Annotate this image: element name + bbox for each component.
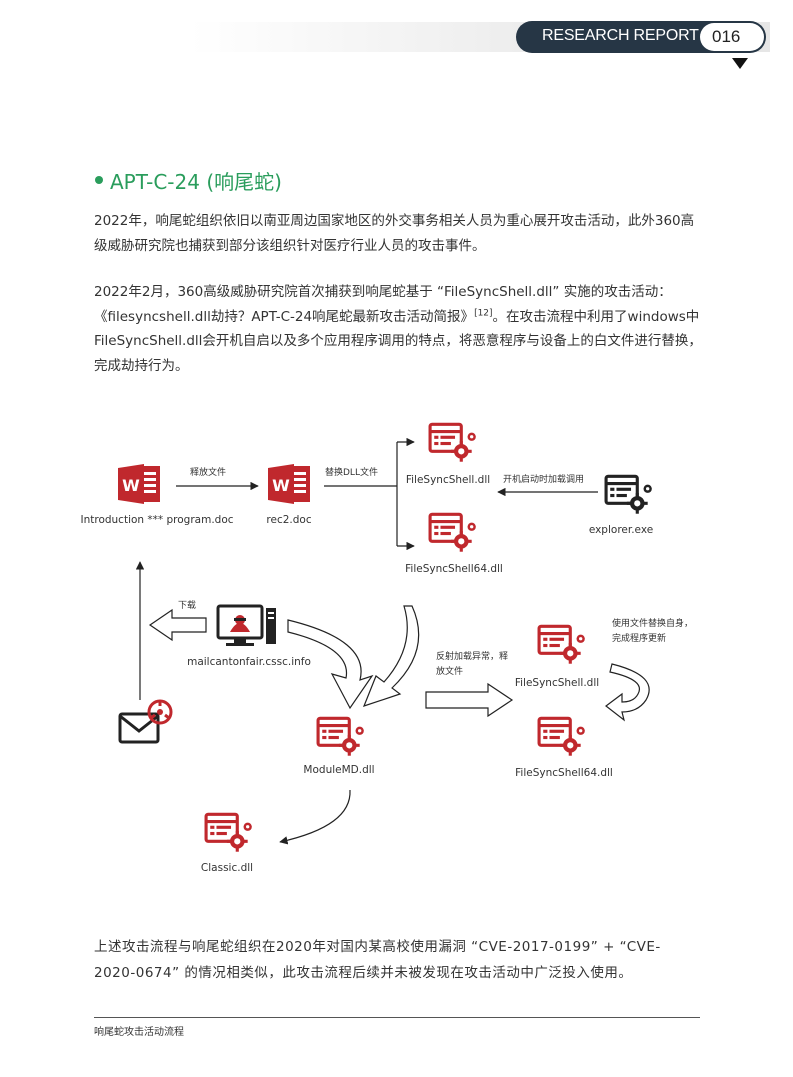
section-title: APT-C-24 (响尾蛇): [110, 170, 282, 194]
arrow-self-update: [605, 663, 650, 722]
arrow-module-to-classic: [279, 789, 351, 845]
paragraph-attack-part-b: 。在攻击流程中利用了windows中FileSyncShell.dll会开机自启…: [94, 308, 702, 374]
dll-window-gear-icon: [204, 812, 254, 854]
malicious-email-icon: [118, 699, 173, 744]
exe-window-gear-icon: [604, 474, 654, 516]
edge-label-replace-dll: 替换DLL文件: [325, 468, 378, 478]
node-label-fss1: FileSyncShell.dll: [405, 474, 491, 486]
dll-window-gear-icon: [537, 716, 587, 758]
node-label-doc2: rec2.doc: [266, 514, 312, 526]
arrow-server-to-module: [287, 619, 374, 710]
paragraph-attack-part-a: 2022年2月，360高级威胁研究院首次捕获到响尾蛇基于 “FileSyncSh…: [94, 284, 672, 325]
figure-caption: 响尾蛇攻击活动流程: [94, 1027, 184, 1038]
word-document-icon: [268, 464, 310, 504]
footer-divider: [94, 1017, 700, 1018]
node-label-fss64-1: FileSyncShell64.dll: [405, 563, 503, 575]
hacker-computer-icon: [216, 604, 276, 646]
dll-window-gear-icon: [428, 422, 478, 464]
edge-label-self-update-2: 完成程序更新: [612, 634, 667, 644]
edge-label-boot-load: 开机启动时加载调用: [503, 475, 585, 485]
paragraph-conclusion: 上述攻击流程与响尾蛇组织在2020年对国内某高校使用漏洞 “CVE-2017-0…: [94, 939, 661, 981]
bullet-dot-icon: [95, 176, 103, 184]
node-label-doc1: Introduction *** program.doc: [80, 514, 234, 526]
node-label-module: ModuleMD.dll: [303, 764, 375, 776]
edge-label-self-update-1: 使用文件替换自身，: [612, 619, 694, 629]
edge-label-release: 释放文件: [190, 468, 227, 478]
edge-label-reflect-2: 放文件: [436, 667, 464, 677]
dll-window-gear-icon: [537, 624, 587, 666]
arrow-reflect: [425, 682, 514, 718]
node-label-fss2: FileSyncShell.dll: [514, 677, 600, 689]
dll-window-gear-icon: [316, 716, 366, 758]
reference-marker: [12]: [474, 308, 493, 318]
arrow-download: [148, 608, 207, 642]
header-title: RESEARCH REPORT: [542, 27, 699, 44]
paragraph-attack: 2022年2月，360高级威胁研究院首次捕获到响尾蛇基于 “FileSyncSh…: [94, 280, 702, 378]
node-label-explorer: explorer.exe: [588, 524, 654, 536]
triangle-down-icon: [732, 58, 748, 69]
edge-label-reflect-1: 反射加载异常，释: [436, 652, 509, 662]
edge-label-download: 下载: [178, 601, 197, 611]
node-label-mail-server: mailcantonfair.cssc.info: [187, 656, 311, 668]
dll-window-gear-icon: [428, 512, 478, 554]
node-label-fss64-2: FileSyncShell64.dll: [515, 767, 613, 779]
arrow-dll-to-module: [362, 605, 420, 707]
page-number: 016: [712, 27, 741, 46]
node-label-classic: Classic.dll: [200, 862, 254, 874]
page-number-box: [700, 23, 764, 51]
paragraph-intro: 2022年，响尾蛇组织依旧以南亚周边国家地区的外交事务相关人员为重心展开攻击活动…: [94, 213, 695, 254]
word-document-icon: [118, 464, 160, 504]
